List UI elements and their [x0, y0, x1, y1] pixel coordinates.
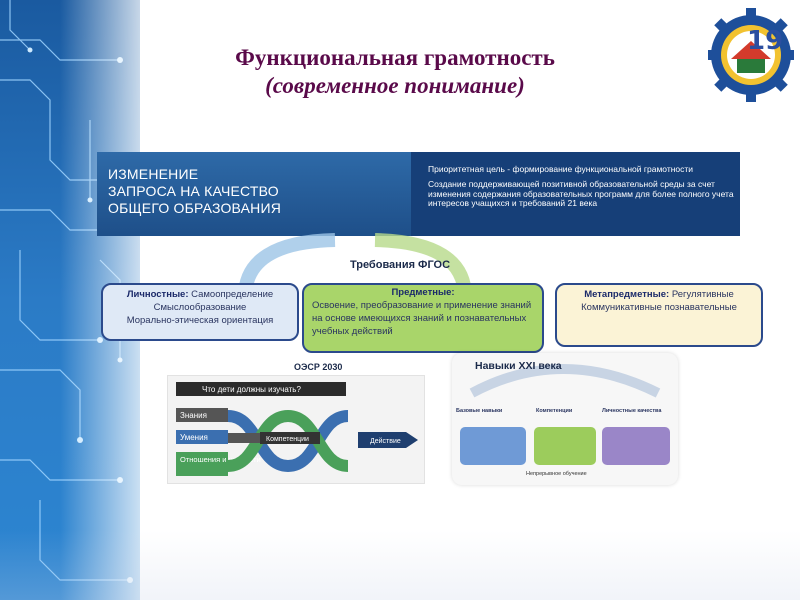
skills-title: Навыки XXI века [475, 360, 562, 372]
slide-title: Функциональная грамотность (современное … [160, 44, 630, 100]
meta-line-1: Метапредметные: Регулятивные [557, 288, 761, 301]
skills-arc [469, 364, 661, 398]
title-line-2: (современное понимание) [265, 73, 525, 98]
meta-item: Регулятивные [671, 289, 734, 300]
quality-banner: ИЗМЕНЕНИЕ ЗАПРОСА НА КАЧЕСТВО ОБЩЕГО ОБР… [97, 152, 740, 236]
meta-label: Метапредметные: [584, 289, 670, 300]
subject-text-block: Предметные: Освоение, преобразование и п… [304, 285, 542, 338]
svg-text:19: 19 [747, 26, 783, 56]
oecd-competencies: Компетенции [266, 436, 309, 443]
skills-footer: Непрерывное обучение [526, 471, 587, 477]
banner-right-panel: Приоритетная цель - формирование функцио… [411, 152, 740, 236]
oecd-action: Действие [370, 437, 401, 445]
subject-text: Освоение, преобразование и применение зн… [312, 300, 532, 337]
banner-environment-text: Создание поддерживающей позитивной образ… [428, 179, 734, 208]
personal-item: Морально-этическая ориентация [126, 315, 274, 326]
oecd-row-bar [176, 452, 228, 476]
banner-heading-line: ЗАПРОСА НА КАЧЕСТВО [108, 183, 279, 199]
personal-label: Личностные: [126, 289, 189, 300]
oecd-row-label: Отношения и ценности [180, 455, 261, 464]
personal-line-1: Личностные: Самоопределение [103, 288, 297, 301]
skills-column-box [460, 427, 526, 465]
skills-column-title: Компетенции [536, 408, 572, 414]
oecd-header: Что дети должны изучать? [202, 385, 301, 394]
banner-priority-text: Приоритетная цель - формирование функцио… [428, 164, 694, 174]
banner-heading-line: ОБЩЕГО ОБРАЗОВАНИЯ [108, 200, 282, 216]
background-bottom [0, 530, 800, 600]
title-line-1: Функциональная грамотность [235, 45, 555, 70]
oecd-row-label: Умения [180, 433, 208, 442]
oecd-diagram: Что дети должны изучать? Знания Умения О… [167, 375, 425, 484]
banner-heading-line: ИЗМЕНЕНИЕ [108, 166, 199, 182]
metasubject-results-box: Метапредметные: Регулятивные Коммуникати… [555, 283, 763, 347]
oecd-row-label: Знания [180, 411, 207, 420]
school-emblem: 19 [704, 5, 798, 105]
oecd-label: ОЭСР 2030 [294, 362, 343, 372]
skills-column-title: Базовые навыки [456, 408, 502, 414]
skills-column-title: Личностные качества [602, 408, 662, 414]
personal-results-box: Личностные: Самоопределение Смыслообразо… [101, 283, 299, 341]
oecd-action-arrow [358, 432, 418, 448]
skills-column-box [534, 427, 596, 465]
banner-heading: ИЗМЕНЕНИЕ ЗАПРОСА НА КАЧЕСТВО ОБЩЕГО ОБР… [108, 166, 281, 217]
oecd-header-bar [176, 382, 346, 396]
meta-item: Коммуникативные познавательные [581, 302, 737, 313]
oecd-row-bar [176, 430, 228, 444]
fgos-requirements-title: Требования ФГОС [349, 259, 451, 271]
personal-item: Самоопределение [191, 289, 274, 300]
subject-results-box: Предметные: Освоение, преобразование и п… [302, 283, 544, 353]
skills-column-box [602, 427, 670, 465]
banner-left-panel: ИЗМЕНЕНИЕ ЗАПРОСА НА КАЧЕСТВО ОБЩЕГО ОБР… [97, 152, 411, 236]
oecd-competencies-bar [260, 432, 320, 444]
oecd-row-bar [176, 408, 228, 422]
skills-21-diagram: Базовые навыки Компетенции Личностные ка… [452, 353, 678, 485]
subject-label: Предметные: [391, 287, 455, 298]
personal-item: Смыслообразование [153, 302, 247, 313]
